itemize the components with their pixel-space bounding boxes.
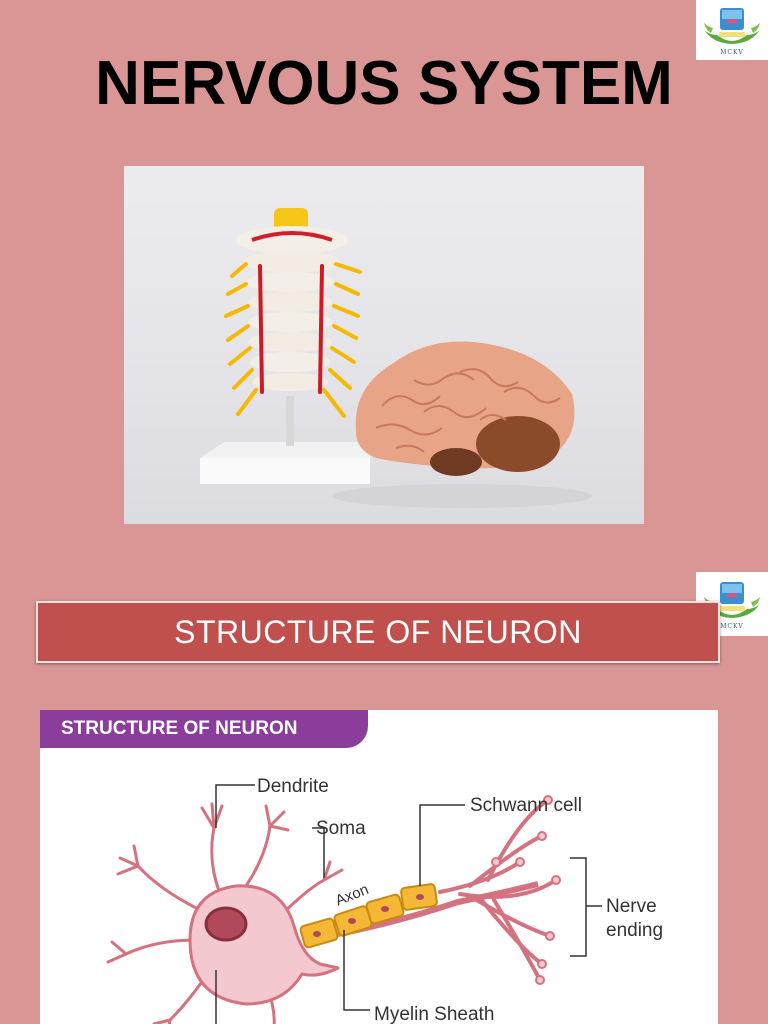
logo-text: MCKV [720,48,744,56]
label-nerve: Nerve [606,896,657,917]
neuron-diagram: Dendrite Soma Axon Schwann cell Nerve en… [106,776,663,1024]
page-title: NERVOUS SYSTEM [95,49,673,118]
label-axon: Axon [333,881,371,910]
neuron-diagram-card: STRUCTURE OF NEURON [40,710,718,1024]
label-soma: Soma [316,818,366,839]
brain-model [332,341,592,508]
label-schwann-cell: Schwann cell [470,795,582,816]
nerve-end-knobs [491,795,561,985]
logo-text: MCKV [720,622,744,630]
slide-nervous-system: MCKV NERVOUS SYSTEM [95,0,768,524]
label-dendrite: Dendrite [257,776,329,797]
axon [299,881,539,949]
label-myelin-sheath: Myelin Sheath [374,1004,494,1024]
spine-brain-photo [124,166,644,524]
diagram-heading: STRUCTURE OF NEURON [40,710,368,748]
college-emblem-icon [704,7,760,44]
section-banner: STRUCTURE OF NEURON [36,601,720,663]
spine-model [224,208,362,418]
neuron-cell-body [106,802,344,1024]
nerve-endings [438,798,558,982]
slide-structure-of-neuron: MCKV STRUCTURE OF NEURON STRUCTURE OF NE… [0,572,768,1024]
college-logo: MCKV [696,0,768,60]
label-ending: ending [606,920,663,941]
banner-title: STRUCTURE OF NEURON [174,613,582,650]
diagram-heading-text: STRUCTURE OF NEURON [61,718,298,739]
